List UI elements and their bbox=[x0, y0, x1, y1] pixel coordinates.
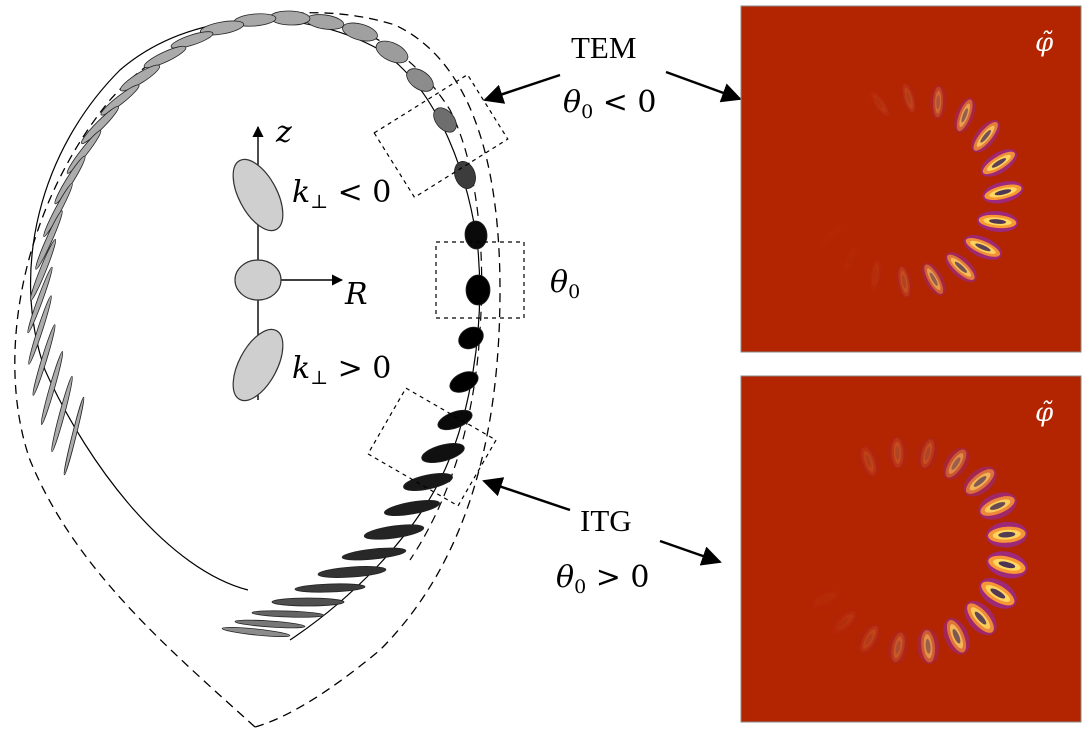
itg-panel-phi-label: φ̃ bbox=[1035, 398, 1054, 428]
eddy bbox=[66, 130, 102, 174]
k-perp-positive-label: k⊥ > 0 bbox=[292, 351, 392, 389]
eddy-tilted-lower bbox=[232, 328, 284, 402]
eddy bbox=[221, 626, 291, 638]
itg-theta-condition: θ0 > 0 bbox=[556, 560, 650, 598]
eddy bbox=[317, 566, 387, 578]
eddy bbox=[433, 107, 457, 133]
eddy bbox=[54, 155, 86, 205]
eddy bbox=[384, 499, 440, 517]
tem-arrow-to-box bbox=[483, 73, 561, 104]
k-perp-negative-label: k⊥ < 0 bbox=[292, 175, 392, 213]
eddy bbox=[464, 220, 488, 250]
eddy bbox=[63, 396, 85, 476]
eddy bbox=[406, 68, 434, 92]
itg-panel-frame bbox=[740, 375, 1082, 723]
eddy bbox=[421, 443, 465, 463]
eddy bbox=[199, 20, 245, 36]
eddy bbox=[170, 31, 214, 49]
eddy bbox=[35, 210, 63, 270]
eddy bbox=[449, 371, 479, 393]
eddy bbox=[271, 597, 345, 607]
coordinate-inset bbox=[232, 125, 344, 402]
tem-panel bbox=[741, 6, 1081, 352]
eddy bbox=[341, 547, 407, 561]
eddy bbox=[454, 161, 476, 189]
eddy bbox=[119, 64, 161, 92]
tem-region-box bbox=[373, 73, 509, 199]
eddy-upright-center bbox=[234, 259, 282, 301]
eddy bbox=[458, 326, 484, 350]
eddy bbox=[28, 295, 52, 365]
tem-panel-fade bbox=[741, 6, 1081, 352]
eddy bbox=[234, 619, 306, 629]
theta0-label: θ0 bbox=[550, 265, 581, 303]
tem-panel-frame bbox=[740, 5, 1082, 353]
eddy bbox=[51, 375, 73, 453]
eddy bbox=[294, 583, 366, 593]
tem-panel-phi-label: φ̃ bbox=[1035, 28, 1054, 58]
eddy-tilted-upper bbox=[232, 158, 284, 232]
eddy bbox=[27, 266, 53, 334]
eddy bbox=[437, 409, 473, 431]
R-axis-label: R bbox=[345, 277, 368, 312]
eddy bbox=[403, 473, 453, 491]
eddy bbox=[251, 610, 325, 618]
theta0-region-box bbox=[435, 241, 525, 319]
itg-arrow-to-box bbox=[482, 477, 571, 512]
itg-title: ITG bbox=[580, 503, 632, 538]
itg-panel-fade bbox=[741, 376, 1081, 722]
eddy bbox=[40, 351, 64, 425]
eddy bbox=[363, 524, 425, 540]
eddy bbox=[100, 84, 140, 116]
eddy bbox=[465, 274, 491, 306]
eddy bbox=[29, 238, 57, 302]
itg-arrow-to-panel bbox=[659, 539, 722, 566]
eddy-chain bbox=[27, 10, 491, 638]
outer-boundary-dashed bbox=[14, 12, 501, 728]
tem-title: TEM bbox=[571, 30, 637, 65]
eddy bbox=[143, 45, 187, 69]
eddy bbox=[342, 22, 378, 42]
itg-panel bbox=[741, 376, 1081, 722]
eddy bbox=[375, 40, 409, 64]
eddy bbox=[305, 14, 345, 30]
tem-theta-condition: θ0 < 0 bbox=[563, 85, 657, 123]
eddy bbox=[80, 105, 120, 145]
tem-arrow-to-panel bbox=[665, 70, 742, 103]
z-axis-label: z bbox=[276, 115, 292, 150]
field-line bbox=[29, 19, 481, 641]
eddy bbox=[32, 324, 56, 396]
